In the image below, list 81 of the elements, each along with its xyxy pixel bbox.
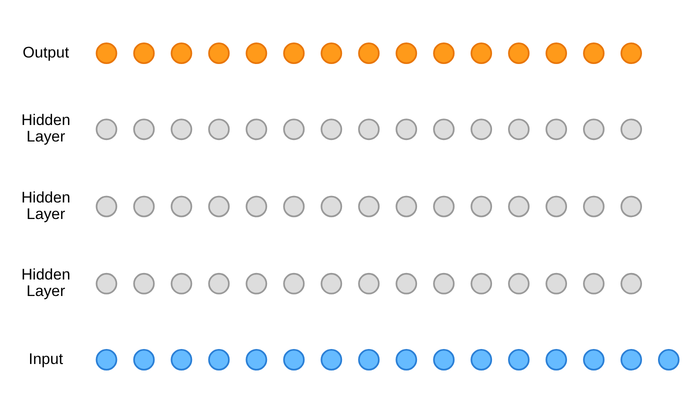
node-circle [208,195,230,217]
node-circle [96,118,118,140]
node-circle [246,118,268,140]
node-circle [246,348,268,370]
label: Hidden Layer [21,112,70,146]
node-circle [508,42,530,64]
node-circle [546,118,568,140]
node-circle [546,272,568,294]
node-circle [208,118,230,140]
node-circle [396,348,418,370]
node-circle [620,195,642,217]
node-circle [620,348,642,370]
node-circle [358,118,380,140]
node-circle [246,42,268,64]
node-circle [470,272,492,294]
node-circle [470,348,492,370]
node-circle [208,348,230,370]
node-circle [246,272,268,294]
node-circle [96,348,118,370]
node-circle [170,195,192,217]
node-circle [283,195,305,217]
node-circle [546,42,568,64]
node-circle [170,118,192,140]
node-circle [546,348,568,370]
node-circle [508,272,530,294]
node-circle [358,42,380,64]
node-circle [583,272,605,294]
node-circle [658,348,680,370]
node-circle [470,118,492,140]
node-circle [358,348,380,370]
node-circle [583,348,605,370]
node-circle [433,195,455,217]
node-circle [508,118,530,140]
node-circle [546,195,568,217]
node-circle [620,272,642,294]
node-circle [283,272,305,294]
node-circle [133,42,155,64]
node-circle [396,272,418,294]
node-circle [133,272,155,294]
node-circle [96,42,118,64]
node-circle [283,42,305,64]
node-circle [170,272,192,294]
node-circle [170,348,192,370]
node-circle [433,348,455,370]
node-circle [396,118,418,140]
node-circle [320,195,342,217]
node-circle [583,195,605,217]
node-circle [508,348,530,370]
node-circle [96,195,118,217]
node-circle [320,348,342,370]
node-circle [583,42,605,64]
node-circle [208,272,230,294]
node-circle [470,195,492,217]
label: Input [28,350,64,368]
node-circle [283,118,305,140]
node-circle [396,42,418,64]
node-circle [133,195,155,217]
label: Output [22,44,69,61]
node-circle [283,348,305,370]
node-circle [246,195,268,217]
node-circle [508,195,530,217]
node-circle [358,272,380,294]
node-circle [358,195,380,217]
node-circle [96,272,118,294]
node-circle [620,42,642,64]
node-circle [433,42,455,64]
node-circle [133,118,155,140]
label: Hidden Layer [21,188,70,222]
label: Hidden Layer [21,266,70,300]
node-circle [583,118,605,140]
node-circle [470,42,492,64]
node-circle [170,42,192,64]
node-circle [208,42,230,64]
node-circle [320,42,342,64]
node-circle [396,195,418,217]
node-circle [433,272,455,294]
node-circle [433,118,455,140]
node-circle [320,272,342,294]
node-circle [620,118,642,140]
node-circle [320,118,342,140]
node-circle [133,348,155,370]
